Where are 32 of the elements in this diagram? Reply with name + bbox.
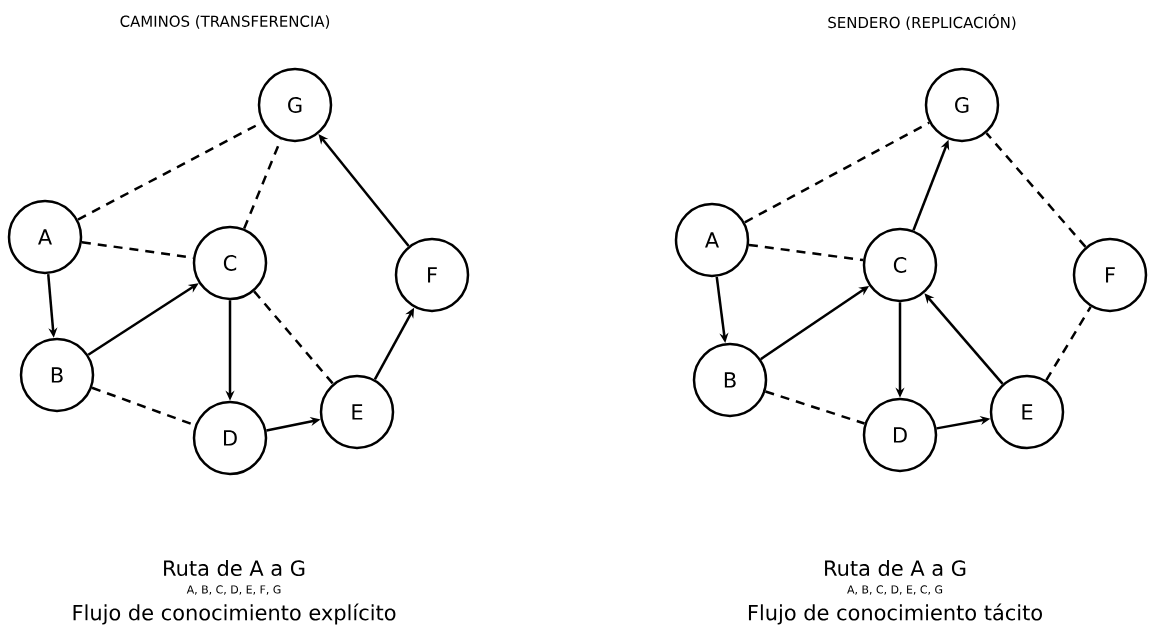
circle-node: E (319, 374, 395, 450)
dashed-line (744, 121, 930, 224)
route-sequence: A, B, C, D, E, F, G (186, 585, 281, 595)
circle-node: G (257, 67, 333, 143)
arrow (318, 134, 410, 247)
dashed-line (1045, 306, 1092, 381)
circle-node: E (989, 374, 1065, 450)
caption: Flujo de conocimiento tácito (748, 603, 1042, 625)
heading: SENDERO (REPLICACIÓN) (828, 14, 1016, 30)
circle-node: G (924, 67, 1000, 143)
circle-node: B (19, 337, 95, 413)
route-title: Ruta de A a G (164, 559, 305, 577)
dashed-line (765, 390, 865, 425)
dashed-line (748, 243, 864, 262)
arrow (924, 293, 1004, 385)
route-title: Ruta de A a G (825, 559, 966, 577)
circle-node: C (862, 227, 938, 303)
dashed-line (985, 132, 1087, 248)
dashed-line (243, 138, 282, 230)
circle-node: F (1072, 237, 1148, 313)
circle-node: A (7, 199, 83, 275)
dashed-line (253, 290, 334, 385)
circle-node: C (192, 225, 268, 301)
route-sequence: A, B, C, D, E, C, G (847, 585, 943, 595)
circle-node: D (192, 400, 268, 476)
dashed-line (77, 121, 263, 221)
circle-node: D (862, 397, 938, 473)
circle-node: F (394, 237, 470, 313)
caption: Flujo de conocimiento explícito (73, 603, 396, 625)
heading: CAMINOS (TRANSFERENCIA) (120, 15, 330, 29)
circle-node: B (692, 342, 768, 418)
circle-node: A (674, 202, 750, 278)
